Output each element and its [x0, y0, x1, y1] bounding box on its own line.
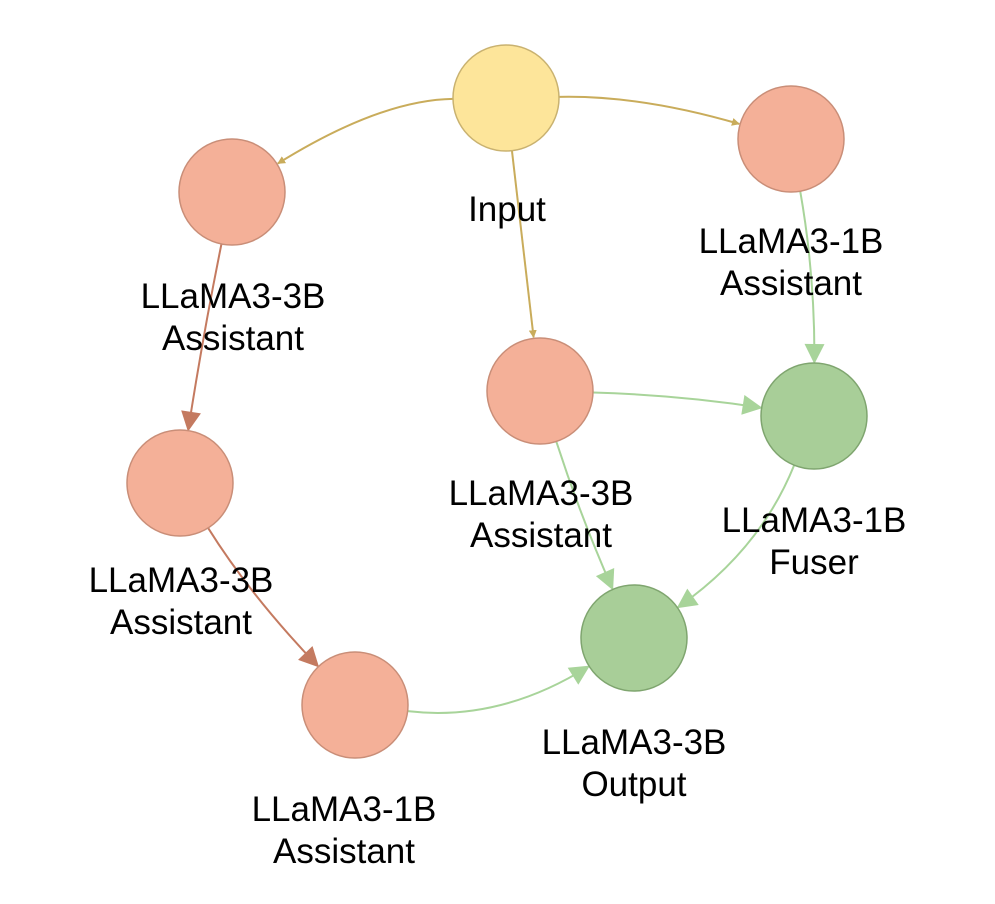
edge-center-to-output: [555, 441, 615, 591]
node-circle-left-mid: [126, 429, 234, 537]
node-label-left-top-line-1: LLaMA3-3B: [141, 277, 326, 316]
edge-center-to-fuser: [592, 391, 763, 415]
edge-right-top-to-fuser: [799, 191, 825, 365]
node-label-right-top-line-1: LLaMA3-1B: [699, 222, 884, 261]
node-label-left-mid-line-1: LLaMA3-3B: [89, 561, 274, 600]
node-label-fuser-line-2: Fuser: [769, 543, 859, 582]
edge-input-to-center: [510, 150, 537, 339]
node-label-input-line-1: Input: [468, 190, 546, 229]
node-label-bottom-left-line-2: Assistant: [273, 832, 415, 871]
node-label-bottom-left-line-1: LLaMA3-1B: [252, 790, 437, 829]
node-label-right-top-line-2: Assistant: [720, 264, 862, 303]
node-circle-fuser: [760, 362, 868, 470]
node-label-output-line-2: Output: [581, 765, 686, 804]
node-input: Input: [452, 44, 560, 229]
node-label-left-mid-line-2: Assistant: [110, 603, 252, 642]
edge-left-mid-to-bottom-left: [207, 527, 320, 668]
node-circle-center: [486, 337, 594, 445]
node-label-center-line-2: Assistant: [470, 516, 612, 555]
node-circle-bottom-left: [301, 651, 409, 759]
nodes-layer: InputLLaMA3-3BAssistantLLaMA3-1BAssistan…: [89, 44, 907, 871]
edge-input-to-right-top: [558, 95, 740, 126]
edge-left-top-to-left-mid: [181, 243, 223, 432]
node-label-center-line-1: LLaMA3-3B: [449, 474, 634, 513]
node-label-fuser-line-1: LLaMA3-1B: [722, 501, 907, 540]
edge-input-to-left-top: [277, 97, 454, 165]
node-circle-output: [580, 584, 688, 692]
node-circle-left-top: [178, 138, 286, 246]
edge-bottom-left-to-output: [407, 665, 590, 714]
node-label-left-top-line-2: Assistant: [162, 319, 304, 358]
edges-layer: [181, 95, 825, 714]
node-label-output-line-1: LLaMA3-3B: [542, 723, 727, 762]
node-circle-input: [452, 44, 560, 152]
node-circle-right-top: [737, 85, 845, 193]
edge-fuser-to-output: [676, 464, 796, 609]
